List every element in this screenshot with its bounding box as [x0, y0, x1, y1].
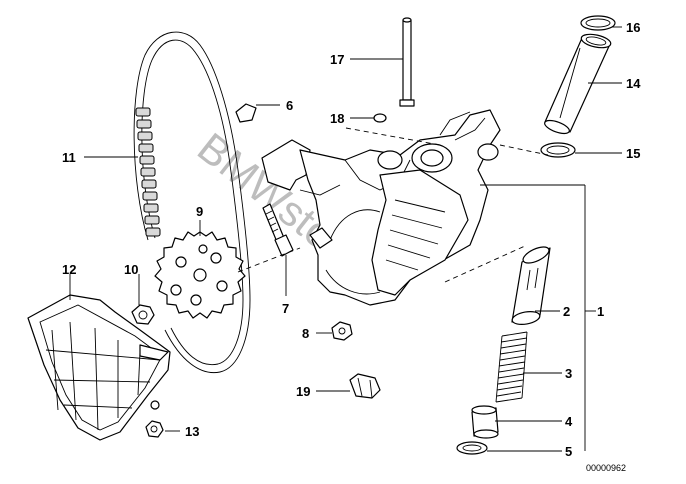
callout-13: 13 — [185, 424, 199, 439]
part-19-clip — [349, 373, 381, 399]
part-4-sleeve — [471, 405, 499, 439]
part-18-o-ring — [373, 113, 387, 123]
part-9-sprocket — [154, 231, 246, 319]
callout-5: 5 — [565, 444, 572, 459]
callout-1: 1 — [597, 304, 604, 319]
callout-16: 16 — [626, 20, 640, 35]
part-11-chain — [133, 31, 251, 374]
callout-9: 9 — [196, 204, 203, 219]
assembly-lines — [237, 127, 549, 283]
callout-12: 12 — [62, 262, 76, 277]
part-2-piston — [511, 246, 551, 325]
callout-3: 3 — [565, 366, 572, 381]
callout-14: 14 — [626, 76, 641, 91]
callout-4: 4 — [565, 414, 573, 429]
part-10-nut — [131, 304, 155, 325]
callout-2: 2 — [563, 304, 570, 319]
callout-17: 17 — [330, 52, 344, 67]
part-6-plug — [235, 103, 257, 123]
callout-7: 7 — [282, 301, 289, 316]
part-17-pin — [399, 17, 415, 107]
part-8-nut — [331, 321, 353, 341]
part-15-sealing-ring — [540, 142, 576, 158]
leader-lines — [69, 26, 622, 452]
part-14-tube — [544, 33, 612, 135]
callout-10: 10 — [124, 262, 138, 277]
part-16-ring — [580, 15, 616, 31]
callout-6: 6 — [286, 98, 293, 113]
chain-links — [135, 107, 161, 237]
callout-labels: 1 2 3 4 5 6 7 8 9 10 11 12 13 14 15 16 1… — [62, 20, 641, 459]
callout-18: 18 — [330, 111, 344, 126]
part-3-spring — [495, 331, 528, 403]
part-5-washer — [456, 441, 488, 455]
callout-8: 8 — [302, 326, 309, 341]
callout-11: 11 — [62, 150, 76, 165]
diagram-reference-number: 00000962 — [586, 463, 626, 473]
oil-pump-housing — [261, 109, 501, 306]
part-12-chain-guard — [27, 294, 171, 441]
callout-15: 15 — [626, 146, 640, 161]
callout-19: 19 — [296, 384, 310, 399]
part-7-bolt — [262, 203, 294, 257]
part-13-nut — [145, 420, 164, 438]
